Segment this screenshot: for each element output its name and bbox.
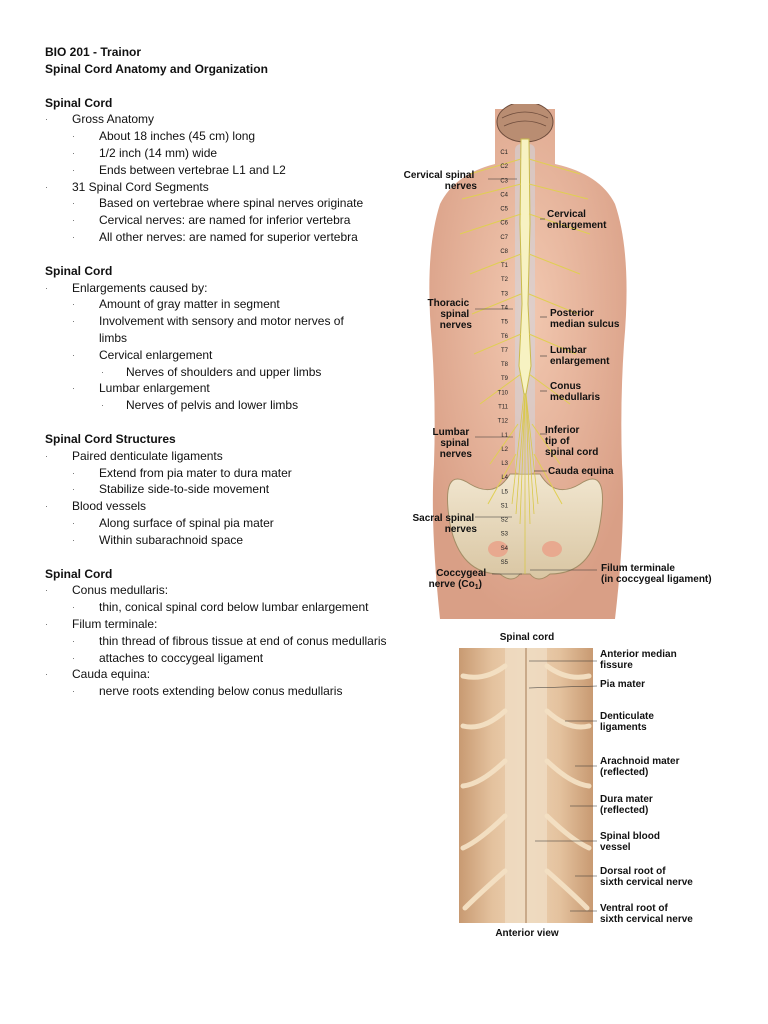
label-anterior-view: Anterior view [495,928,559,939]
label-spinal-cord: Spinal cord [500,632,554,643]
section-heading: Spinal Cord [45,566,113,581]
segment-label: T1 [501,263,509,269]
segment-label: L5 [501,489,508,495]
bullet-item: Stabilize side-to-side movement [45,481,415,498]
label-lumbar-spinal-nerves: Lumbar spinal nerves [433,427,473,460]
label-lumbar-enlargement: Lumbar enlargement [550,345,610,367]
segment-label: T9 [501,376,509,382]
segment-label: T12 [498,419,509,425]
segment-label: T10 [498,390,509,396]
segment-label: S5 [501,560,509,566]
segment-label: C8 [500,249,508,255]
bullet-item: Cervical enlargement [45,347,415,364]
segment-label: C5 [500,207,508,213]
label-sacral-spinal-nerves: Sacral spinal nerves [413,513,478,535]
segment-label: S1 [501,503,509,509]
bullet-item: thin, conical spinal cord below lumbar e… [45,599,415,616]
segment-label: C3 [500,178,508,184]
bullet-item: Nerves of pelvis and lower limbs [45,397,415,414]
label-posterior-median-sulcus: Posterior median sulcus [550,308,620,330]
bullet-item: Conus medullaris: [45,582,415,599]
bullet-item: All other nerves: are named for superior… [45,229,415,246]
segment-labels: C1C2C3C4C5C6C7C8T1T2T3T4T5T6T7T8T9T10T11… [498,150,509,566]
bullet-item: Blood vessels [45,498,415,515]
spinal-cord-anterior-figure: Spinal cord Anterior view Anterior media… [459,632,693,939]
segment-label: T5 [501,320,509,326]
segment-label: T3 [501,291,509,297]
bullet-item: thin thread of fibrous tissue at end of … [45,633,415,650]
spinal-nerves [459,158,591,505]
segment-label: S2 [501,518,509,524]
structure-label: Arachnoid mater(reflected) [600,756,680,778]
segment-label: S3 [501,532,509,538]
label-inferior-tip: Inferior tip of spinal cord [545,425,598,458]
segment-label: C6 [500,221,508,227]
bullet-item: Lumbar enlargement [45,380,415,397]
bullet-item: Ends between vertebrae L1 and L2 [45,162,415,179]
course-title: BIO 201 - Trainor [45,45,142,59]
section-heading: Spinal Cord Structures [45,431,176,446]
label-conus-medullaris: Conus medullaris [550,381,600,403]
segment-label: L4 [501,475,508,481]
brain [496,104,554,143]
label-filum-terminale: Filum terminale (in coccygeal ligament) [601,563,712,585]
lecture-notes: BIO 201 - Trainor Spinal Cord Anatomy an… [45,44,415,700]
bullet-item: 1/2 inch (14 mm) wide [45,145,415,162]
bullet-item: attaches to coccygeal ligament [45,650,415,667]
label-thoracic-spinal-nerves: Thoracic spinal nerves [428,298,473,331]
segment-label: T4 [501,306,509,312]
bullet-item: nerve roots extending below conus medull… [45,683,415,700]
cauda-equina [511,393,539,574]
section-heading: Spinal Cord [45,263,113,278]
structure-label: Pia mater [600,679,645,690]
bullet-item: Along surface of spinal pia mater [45,515,415,532]
bullet-item: Based on vertebrae where spinal nerves o… [45,195,415,212]
segment-label: C4 [500,192,508,198]
bullet-item: Amount of gray matter in segment [45,296,415,313]
label-cauda-equina: Cauda equina [548,466,614,477]
bullet-item: Gross Anatomy [45,111,415,128]
segment-label: T8 [501,362,509,368]
label-coccygeal-nerve: Coccygeal nerve (Co1) [429,568,489,591]
bullet-item: Extend from pia mater to dura mater [45,465,415,482]
spinal-cord-posterior-figure: C1C2C3C4C5C6C7C8T1T2T3T4T5T6T7T8T9T10T11… [404,104,712,619]
bullet-item: Nerves of shoulders and upper limbs [45,364,415,381]
bullet-item: Filum terminale: [45,616,415,633]
bullet-item: About 18 inches (45 cm) long [45,128,415,145]
segment-label: T2 [501,277,509,283]
bullet-item: 31 Spinal Cord Segments [45,179,415,196]
spinal-cord [518,138,532,395]
segment-label: L3 [501,461,508,467]
segment-label: L1 [501,433,508,439]
leader-lines [475,178,597,575]
segment-label: C7 [500,235,508,241]
bullet-item: Cervical nerves: are named for inferior … [45,212,415,229]
section-heading: Spinal Cord [45,95,113,110]
bullet-item: Enlargements caused by: [45,280,415,297]
nerve-roots [460,663,592,911]
segment-label: T7 [501,348,509,354]
segment-label: C1 [500,150,508,156]
document-title: Spinal Cord Anatomy and Organization [45,61,268,76]
segment-label: L2 [501,447,508,453]
structure-label: Dura mater(reflected) [600,794,653,816]
label-cervical-enlargement: Cervical enlargement [547,209,607,231]
segment-label: T6 [501,334,509,340]
bullet-item: Involvement with sensory and motor nerve… [45,313,415,347]
label-cervical-spinal-nerves: Cervical spinal nerves [404,170,478,192]
segment-label: C2 [500,164,508,170]
bullet-item: Within subarachnoid space [45,532,415,549]
segment-label: S4 [501,546,509,552]
segment-label: T11 [498,405,509,411]
bullet-item: Cauda equina: [45,666,415,683]
leader-lines [528,660,598,912]
bullet-item: Paired denticulate ligaments [45,448,415,465]
